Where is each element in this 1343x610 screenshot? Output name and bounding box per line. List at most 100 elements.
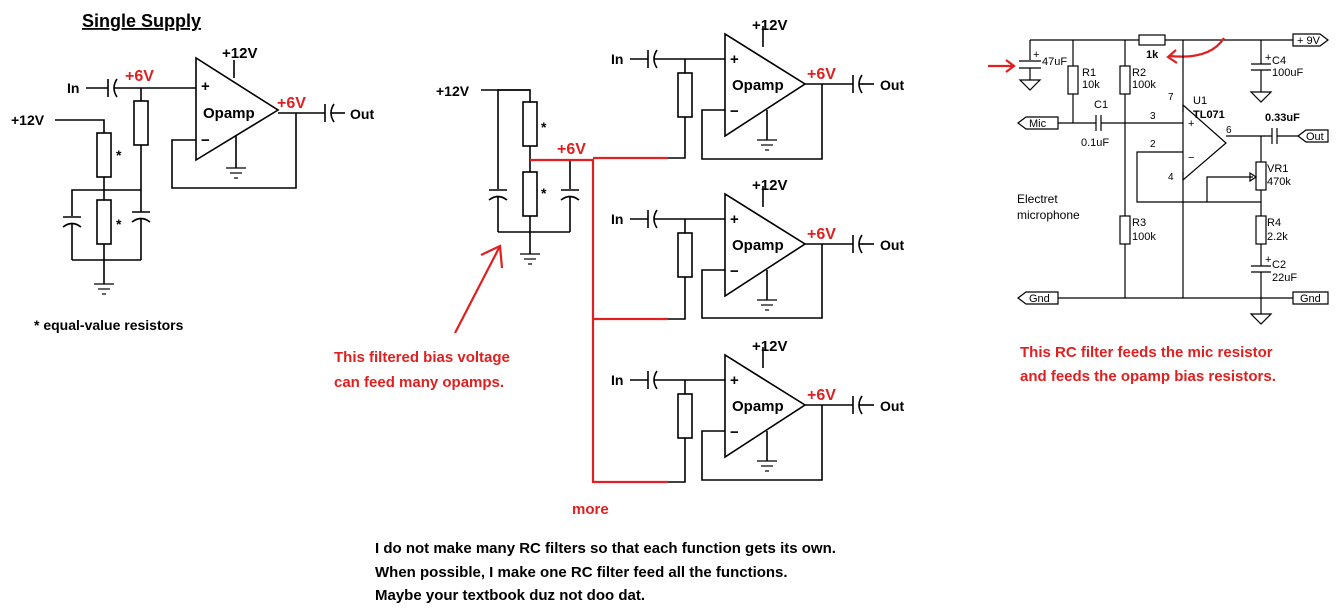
pin-4: 4: [1168, 172, 1174, 183]
left-title: Single Supply: [82, 11, 201, 31]
middle-opamp-2-minus: −: [730, 263, 739, 280]
c2-name: C2: [1272, 259, 1286, 271]
left-supply-label: +12V: [11, 112, 45, 128]
left-opamp: [195, 56, 280, 162]
c4-value: 100uF: [1272, 67, 1303, 79]
left-star-2: *: [116, 216, 122, 232]
middle-opamp-2-out: Out: [880, 237, 904, 253]
out-tag-label: Out: [1306, 131, 1324, 143]
supply-label: + 9V: [1297, 35, 1321, 47]
c-out-value: 0.33uF: [1265, 112, 1300, 124]
middle-opamp-3-label: Opamp: [732, 398, 784, 415]
gnd-tag-right: [1292, 291, 1329, 305]
svg-text:+: +: [1265, 52, 1271, 64]
left-opamp-supply: +12V: [222, 45, 257, 62]
left-opamp-label: Opamp: [203, 105, 255, 122]
left-opamp-minus: −: [201, 132, 210, 149]
left-bias-label: +6V: [125, 68, 154, 85]
middle-opamp-stage-3: Opamp + − +12V +6V Out In: [611, 338, 904, 483]
middle-opamp-2-plus: +: [730, 211, 739, 228]
middle-opamp-3-minus: −: [730, 424, 739, 441]
mic-line-2: microphone: [1017, 208, 1080, 222]
supply-tag: [1292, 33, 1329, 47]
middle-opamp-1-plus: +: [730, 51, 739, 68]
middle-opamp-3-in: In: [611, 372, 623, 388]
middle-star-2: *: [541, 185, 547, 201]
r3-name: R3: [1132, 217, 1146, 229]
out-tag: [1297, 129, 1329, 143]
middle-opamp-3-plus: +: [730, 372, 739, 389]
left-in-label: In: [67, 80, 79, 96]
middle-opamp-1-label: Opamp: [732, 77, 784, 94]
pin-3: 3: [1150, 111, 1156, 122]
c2-value: 22uF: [1272, 272, 1297, 284]
middle-opamp-3-bias: +6V: [807, 387, 836, 404]
svg-text:−: −: [1188, 152, 1194, 164]
middle-opamp-1-in: In: [611, 51, 623, 67]
middle-star-1: *: [541, 119, 547, 135]
gnd-left: Gnd: [1029, 293, 1050, 305]
left-single-supply-circuit: Single Supply Opamp + − +12V +6V Out In …: [11, 11, 374, 333]
middle-opamp-stage-1: Opamp + − +12V +6V Out In: [611, 17, 904, 160]
middle-annotation-2: can feed many opamps.: [334, 374, 504, 391]
middle-opamp-3-out: Out: [880, 398, 904, 414]
vr1-value: 470k: [1267, 176, 1291, 188]
svg-text:+: +: [1033, 49, 1039, 61]
middle-opamp-1-supply: +12V: [752, 17, 787, 34]
pin-6: 6: [1226, 125, 1232, 136]
r-top-value: 1k: [1146, 49, 1159, 61]
pin-7: 7: [1168, 92, 1174, 103]
middle-opamp-1-bias: +6V: [807, 66, 836, 83]
middle-bias-label: +6V: [557, 141, 586, 158]
middle-shared-bias-circuit: +12V * * +6V more This filtered bias vol…: [334, 83, 668, 518]
c4-name: C4: [1272, 55, 1286, 67]
c1-value: 0.1uF: [1081, 137, 1109, 149]
middle-opamp-1-out: Out: [880, 77, 904, 93]
middle-opamp-2-bias: +6V: [807, 226, 836, 243]
right-mic-preamp-circuit: 1k + 9V + 47uF R1 10k R2 100k +: [988, 33, 1329, 385]
bottom-note-line-1: I do not make many RC filters so that ea…: [375, 540, 836, 557]
r1-name: R1: [1082, 67, 1096, 79]
right-annotation-2: and feeds the opamp bias resistors.: [1020, 368, 1276, 385]
r3-value: 100k: [1132, 231, 1156, 243]
mic-line-1: Electret: [1017, 192, 1058, 206]
bottom-note-line-3: Maybe your textbook duz not doo dat.: [375, 587, 645, 604]
left-footnote: * equal-value resistors: [34, 317, 184, 333]
middle-opamp-2: [724, 192, 807, 298]
r2-name: R2: [1132, 67, 1146, 79]
resistor-1k: [1138, 34, 1166, 46]
r2-value: 100k: [1132, 79, 1156, 91]
svg-text:+: +: [1265, 254, 1271, 266]
r1-value: 10k: [1082, 79, 1100, 91]
middle-opamp-1-minus: −: [730, 103, 739, 120]
right-annotation-1: This RC filter feeds the mic resistor: [1020, 344, 1273, 361]
middle-annotation-1: This filtered bias voltage: [334, 349, 510, 366]
r4-name: R4: [1267, 217, 1281, 229]
bottom-note: I do not make many RC filters so that ea…: [375, 540, 836, 604]
u1-name: U1: [1193, 95, 1207, 107]
bottom-note-line-2: When possible, I make one RC filter feed…: [375, 564, 788, 581]
middle-more-label: more: [572, 501, 609, 518]
left-out-label: Out: [350, 106, 374, 122]
c3-value: 47uF: [1042, 56, 1067, 68]
left-star-1: *: [116, 147, 122, 163]
middle-opamp-1: [724, 32, 807, 138]
r4-value: 2.2k: [1267, 231, 1288, 243]
middle-opamp-2-supply: +12V: [752, 177, 787, 194]
middle-opamp-stage-2: Opamp + − +12V +6V Out In: [611, 177, 904, 320]
vr1-name: VR1: [1267, 163, 1288, 175]
middle-opamp-2-in: In: [611, 211, 623, 227]
middle-supply-label: +12V: [436, 83, 470, 99]
tl071-opamp: [1182, 103, 1227, 182]
middle-opamp-2-label: Opamp: [732, 237, 784, 254]
middle-opamp-3: [724, 353, 807, 459]
middle-opamp-3-supply: +12V: [752, 338, 787, 355]
left-opamp-plus: +: [201, 78, 210, 95]
u1-part: TL071: [1193, 109, 1225, 121]
pin-2: 2: [1150, 139, 1156, 150]
left-out-bias: +6V: [277, 95, 306, 112]
gnd-right: Gnd: [1300, 293, 1321, 305]
mic-tag-label: Mic: [1029, 118, 1047, 130]
c1-name: C1: [1094, 99, 1108, 111]
